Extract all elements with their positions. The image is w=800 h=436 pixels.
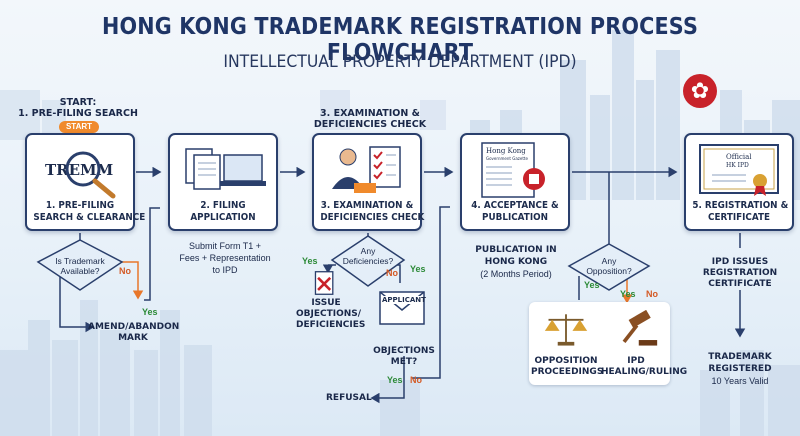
gavel-icon: [622, 310, 658, 346]
decision-opposition-yes2: Yes: [620, 289, 636, 299]
page-subtitle: INTELLECTUAL PROPERTY DEPARTMENT (IPD): [223, 52, 577, 72]
art-label-hongkong: Hong Kong: [486, 147, 526, 155]
art-label-tremm: TREMM: [45, 161, 113, 179]
decision-deficiencies-no: No: [386, 268, 398, 278]
step-label: 3. EXAMINATION &DEFICIENCIES CHECK: [320, 200, 425, 223]
objections-met-yes: Yes: [387, 375, 403, 385]
decision-opposition-yes: Yes: [584, 280, 600, 290]
art-label-official: Official: [726, 153, 752, 161]
exam-heading: 3. EXAMINATION & DEFICIENCIES CHECK: [313, 108, 427, 130]
objections-met-no: No: [410, 375, 422, 385]
scales-icon: [544, 314, 588, 346]
step-card-examination: 3. EXAMINATION &DEFICIENCIES CHECK: [312, 133, 425, 231]
start-badge: START: [59, 121, 99, 133]
step-label: 4. ACCEPTANCE &PUBLICATION: [471, 200, 559, 223]
magnifier-icon: TREMM: [37, 141, 123, 199]
decision-opposition-no: No: [646, 289, 658, 299]
decision-deficiencies-yes: Yes: [302, 256, 318, 266]
refusal-note: REFUSAL: [326, 393, 372, 403]
envelope-icon: APPLICANT: [378, 286, 426, 326]
step-label: 5. REGISTRATION &CERTIFICATE: [692, 200, 789, 223]
start-heading: START: 1. PRE-FILING SEARCH: [18, 97, 138, 119]
documents-laptop-icon: [180, 141, 266, 199]
art-label-gazette: Government Gazette: [486, 156, 528, 161]
page-title: HONG KONG TRADEMARK REGISTRATION PROCESS…: [101, 14, 699, 66]
decision-available-no: No: [119, 266, 131, 276]
applicant-label: APPLICANT: [382, 296, 426, 304]
decision-deficiencies-yes2: Yes: [410, 264, 426, 274]
decision-available-yes: Yes: [142, 307, 158, 317]
examiner-checklist-icon: [324, 141, 410, 199]
hk-emblem-icon: ✿: [683, 74, 717, 108]
gazette-icon: Hong Kong Government Gazette: [472, 141, 558, 199]
objection-document-icon: [314, 271, 334, 295]
step-card-registration: Official HK IPD 5. REGISTRATION &CERTIFI…: [684, 133, 794, 231]
step-card-acceptance: Hong Kong Government Gazette 4. ACCEPTAN…: [460, 133, 570, 231]
certificate-icon: Official HK IPD: [696, 141, 782, 199]
art-label-hkipd: HK IPD: [726, 162, 749, 169]
